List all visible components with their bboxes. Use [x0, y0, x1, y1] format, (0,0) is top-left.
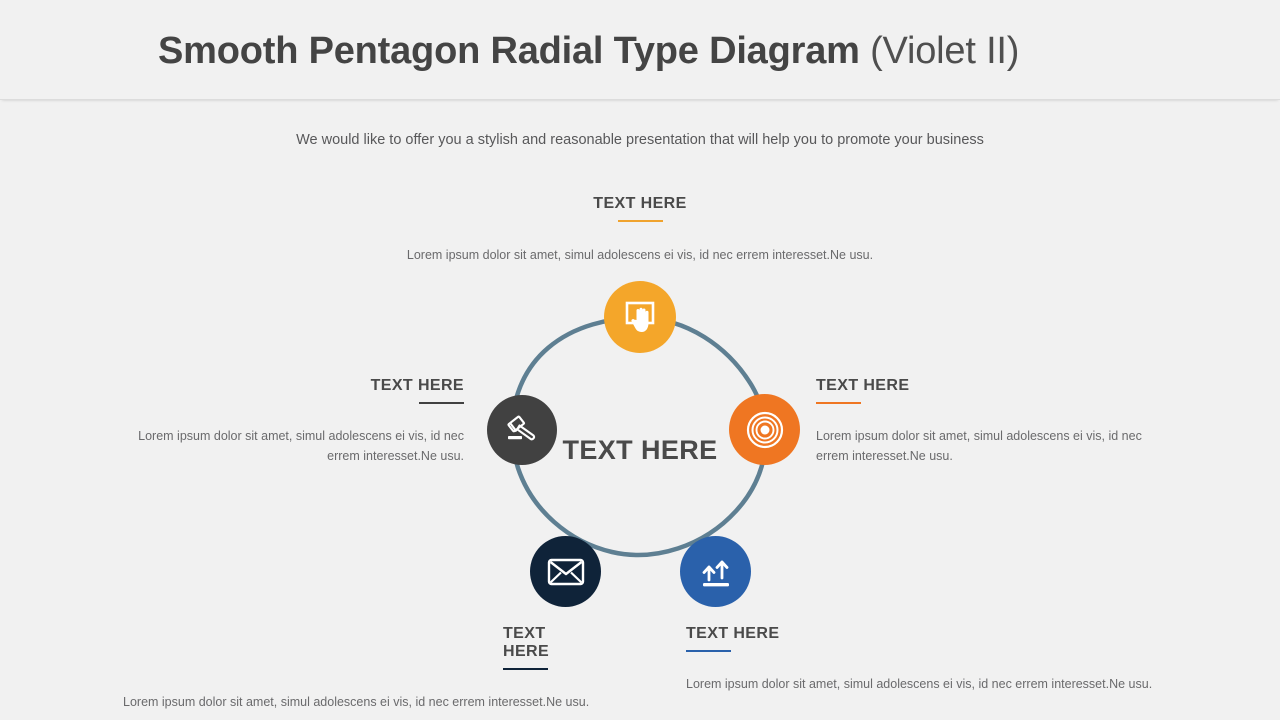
envelope-icon [547, 557, 585, 587]
text-block-left: TEXT HERE Lorem ipsum dolor sit amet, si… [104, 377, 464, 466]
rule-bottom-right [686, 650, 731, 652]
text-block-bottom-right: TEXT HERE Lorem ipsum dolor sit amet, si… [686, 625, 1160, 694]
body-top: Lorem ipsum dolor sit amet, simul adoles… [406, 248, 874, 262]
node-left[interactable] [487, 395, 557, 465]
page-title: Smooth Pentagon Radial Type Diagram (Vio… [158, 27, 1019, 75]
subtitle: We would like to offer you a stylish and… [296, 132, 984, 148]
node-bottom-right[interactable] [680, 536, 751, 607]
target-icon [745, 410, 785, 450]
node-bottom-left[interactable] [530, 536, 601, 607]
text-block-top: TEXT HERE Lorem ipsum dolor sit amet, si… [340, 195, 940, 265]
header-bar: Smooth Pentagon Radial Type Diagram (Vio… [0, 0, 1280, 100]
text-block-bottom-left: TEXT HERE Lorem ipsum dolor sit amet, si… [123, 625, 595, 712]
heading-top: TEXT HERE [593, 195, 687, 212]
node-right[interactable] [729, 394, 800, 465]
heading-left: TEXT HERE [370, 377, 464, 394]
pentagon-ring [509, 315, 769, 558]
rule-bottom-left [503, 668, 548, 670]
text-block-right: TEXT HERE Lorem ipsum dolor sit amet, si… [816, 377, 1156, 466]
center-label: TEXT HERE [562, 435, 718, 465]
body-bottom-left: Lorem ipsum dolor sit amet, simul adoles… [123, 695, 590, 709]
hand-screen-icon [622, 300, 658, 334]
page-title-variant: (Violet II) [870, 30, 1020, 72]
body-right: Lorem ipsum dolor sit amet, simul adoles… [816, 429, 1142, 463]
heading-right: TEXT HERE [816, 377, 910, 394]
body-left: Lorem ipsum dolor sit amet, simul adoles… [138, 429, 464, 463]
rule-left [419, 402, 464, 404]
rule-top [617, 220, 663, 222]
heading-bottom-right: TEXT HERE [686, 625, 780, 642]
upload-arrows-icon [697, 554, 735, 590]
gavel-icon [503, 412, 541, 448]
body-bottom-right: Lorem ipsum dolor sit amet, simul adoles… [686, 677, 1153, 691]
rule-right [816, 402, 861, 404]
heading-bottom-left: TEXT HERE [503, 625, 550, 660]
node-top[interactable] [604, 281, 676, 353]
page-title-main: Smooth Pentagon Radial Type Diagram [158, 30, 860, 72]
